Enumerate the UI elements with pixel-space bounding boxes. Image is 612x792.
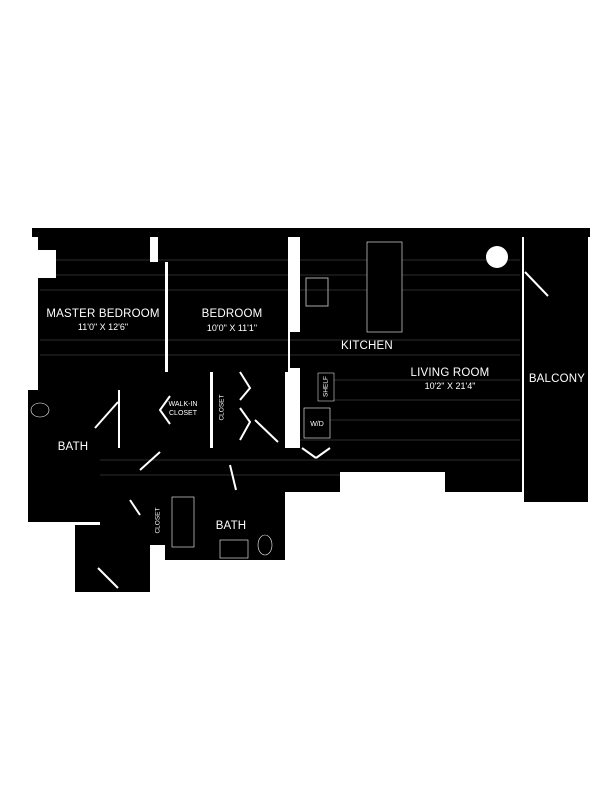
washer-dryer-box xyxy=(303,407,331,439)
kitchen-living-floor xyxy=(300,237,522,492)
walk-in-closet-line2: CLOSET xyxy=(168,410,198,417)
walk-in-closet-label: WALK-IN CLOSET xyxy=(169,400,198,418)
top-wall xyxy=(32,228,590,237)
bedroom-label: BEDROOM xyxy=(201,308,263,320)
hallway-floor xyxy=(100,405,340,500)
hall-closet-label: CLOSET xyxy=(154,507,162,534)
master-bedroom-size: 11'0" X 12'6" xyxy=(77,322,129,332)
balcony-floor xyxy=(524,232,588,502)
kitchen-island xyxy=(366,241,403,333)
column xyxy=(486,246,508,268)
hall-bath-label: BATH xyxy=(215,520,247,532)
shelf-label: SHELF xyxy=(322,376,330,397)
walk-in-closet-line1: WALK-IN xyxy=(168,401,198,408)
shelf-box xyxy=(317,372,335,402)
toilet-master xyxy=(30,402,50,418)
washer-dryer-label: W/D xyxy=(310,421,324,428)
bedroom-size: 10'0" X 11'1" xyxy=(206,323,258,333)
entry-floor xyxy=(75,490,165,592)
master-bath-label: BATH xyxy=(57,441,89,453)
master-bedroom-floor xyxy=(38,237,168,450)
floor-areas xyxy=(28,228,590,592)
bathtub xyxy=(171,496,195,548)
walk-in-closet-floor xyxy=(168,372,210,450)
sink xyxy=(219,539,249,559)
bedroom-closet-label: CLOSET xyxy=(218,394,226,421)
balcony-label: BALCONY xyxy=(528,373,586,385)
hall-bath-floor xyxy=(165,492,285,560)
kitchen-label: KITCHEN xyxy=(341,340,393,352)
kitchen-counter xyxy=(304,242,328,330)
living-room-size: 10'2" X 21'4" xyxy=(424,381,476,391)
doors xyxy=(94,271,549,589)
floor-planks xyxy=(40,259,520,476)
bedroom-floor xyxy=(158,237,288,372)
toilet xyxy=(257,534,273,556)
stove xyxy=(305,277,329,307)
kitchen-cabinet xyxy=(290,332,328,368)
living-room-label: LIVING ROOM xyxy=(410,367,490,379)
master-bedroom-label: MASTER BEDROOM xyxy=(46,308,160,320)
